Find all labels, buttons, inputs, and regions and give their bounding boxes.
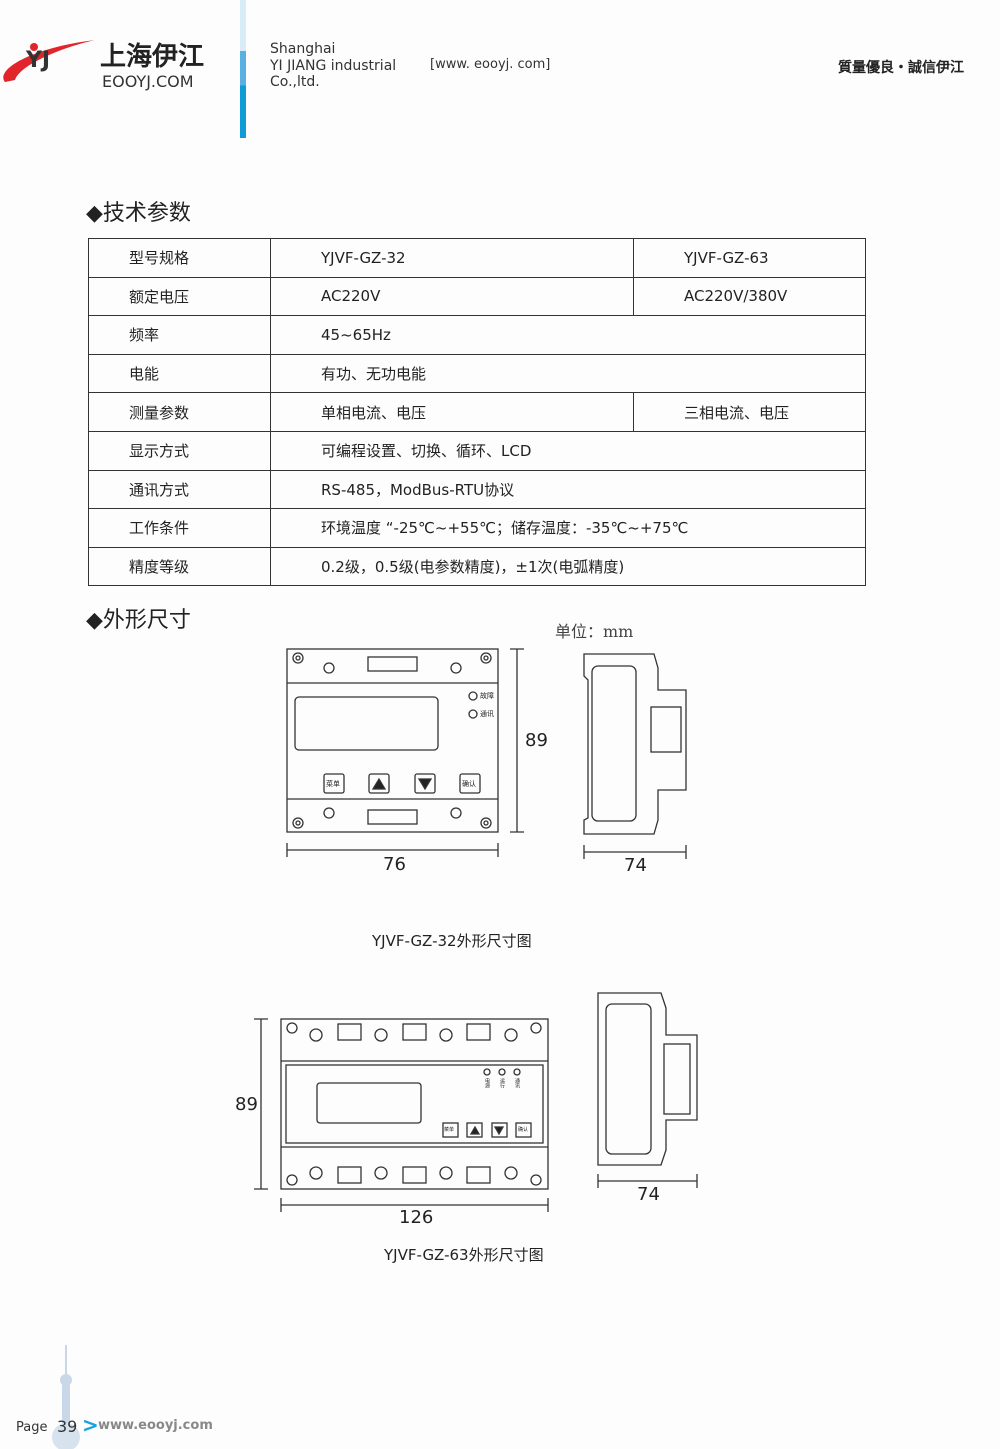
logo-cn: 上海伊江	[100, 42, 205, 72]
cell: 0.2级，0.5级(电参数精度)，±1次(电弧精度)	[270, 546, 866, 587]
table-row: 电能有功、无功电能	[88, 353, 866, 394]
page-label: Page	[16, 1420, 48, 1435]
fig1-led-label: 通讯	[480, 710, 494, 718]
company-line: YI JIANG industrial	[270, 57, 397, 74]
company-line: Co.,ltd.	[270, 74, 320, 90]
header-website: [www. eooyj. com]	[430, 57, 551, 72]
cell: 电能	[88, 353, 271, 394]
fig1-height-dim: 89	[525, 730, 548, 751]
slogan: 質量優良・誠信伊江	[838, 60, 964, 76]
fig1-led-label: 故障	[480, 692, 494, 700]
cell: AC220V	[270, 276, 634, 317]
logo-swoosh-icon	[3, 40, 95, 82]
cell: 额定电压	[88, 276, 271, 317]
arrow-icon: >	[82, 1413, 99, 1437]
cell: 工作条件	[88, 508, 271, 548]
section-title-dims: ◆外形尺寸	[86, 608, 191, 633]
header-divider	[240, 0, 246, 138]
cell: 精度等级	[88, 546, 271, 587]
page-number: 39	[57, 1417, 78, 1436]
fig2-depth-dim: 74	[637, 1184, 660, 1205]
fig2-led-label: 电源	[484, 1078, 490, 1088]
cell: 环境温度 “-25℃~+55℃；储存温度：-35℃~+75℃	[270, 508, 866, 548]
cell: 测量参数	[88, 392, 271, 432]
fig2-ok-button-label: 确认	[518, 1127, 529, 1133]
unit-label: 单位：mm	[555, 622, 634, 641]
fig1-width-dim: 76	[383, 854, 406, 875]
fig1-ok-button-label: 确认	[462, 780, 476, 788]
fig2-led-label: 运行	[499, 1078, 505, 1088]
fig1-side-view	[583, 653, 687, 859]
fig1-menu-button-label: 菜单	[326, 780, 340, 788]
fig2-width-dim: 126	[399, 1207, 434, 1228]
cell: 三相电流、电压	[633, 392, 866, 432]
fig2-front-view	[254, 1018, 549, 1212]
cell: 45~65Hz	[270, 315, 866, 355]
footer-url: www.eooyj.com	[98, 1418, 213, 1433]
fig2-caption: YJVF-GZ-63外形尺寸图	[384, 1246, 544, 1264]
table-row: 工作条件环境温度 “-25℃~+55℃；储存温度：-35℃~+75℃	[88, 508, 866, 548]
fig2-menu-button-label: 菜单	[444, 1127, 455, 1133]
cell: 有功、无功电能	[270, 353, 866, 394]
fig1-depth-dim: 74	[624, 855, 647, 876]
table-row: 显示方式可编程设置、切换、循环、LCD	[88, 430, 866, 471]
cell: YJVF-GZ-32	[270, 238, 634, 278]
logo: YJ 上海伊江 EOOYJ.COM	[0, 30, 210, 100]
logo-mark: YJ	[26, 48, 51, 73]
fig2-height-dim: 89	[235, 1094, 258, 1115]
cell: RS-485，ModBus-RTU协议	[270, 469, 866, 510]
cell: 频率	[88, 315, 271, 355]
cell: AC220V/380V	[633, 276, 866, 317]
company-name: Shanghai YI JIANG industrial Co.,ltd.	[270, 41, 396, 91]
logo-en: EOOYJ.COM	[102, 72, 194, 91]
cell: YJVF-GZ-63	[633, 238, 866, 278]
company-line: Shanghai	[270, 41, 336, 57]
tower-icon	[52, 1345, 80, 1449]
cell: 型号规格	[88, 238, 271, 278]
section-title-tech: ◆技术参数	[86, 201, 191, 226]
table-row: 测量参数单相电流、电压三相电流、电压	[88, 392, 866, 432]
fig1-caption: YJVF-GZ-32外形尺寸图	[372, 932, 532, 950]
fig2-side-view	[597, 992, 698, 1188]
cell: 单相电流、电压	[270, 392, 634, 432]
fig2-led-label: 通讯	[514, 1078, 520, 1088]
fig1-front-view	[286, 648, 524, 857]
